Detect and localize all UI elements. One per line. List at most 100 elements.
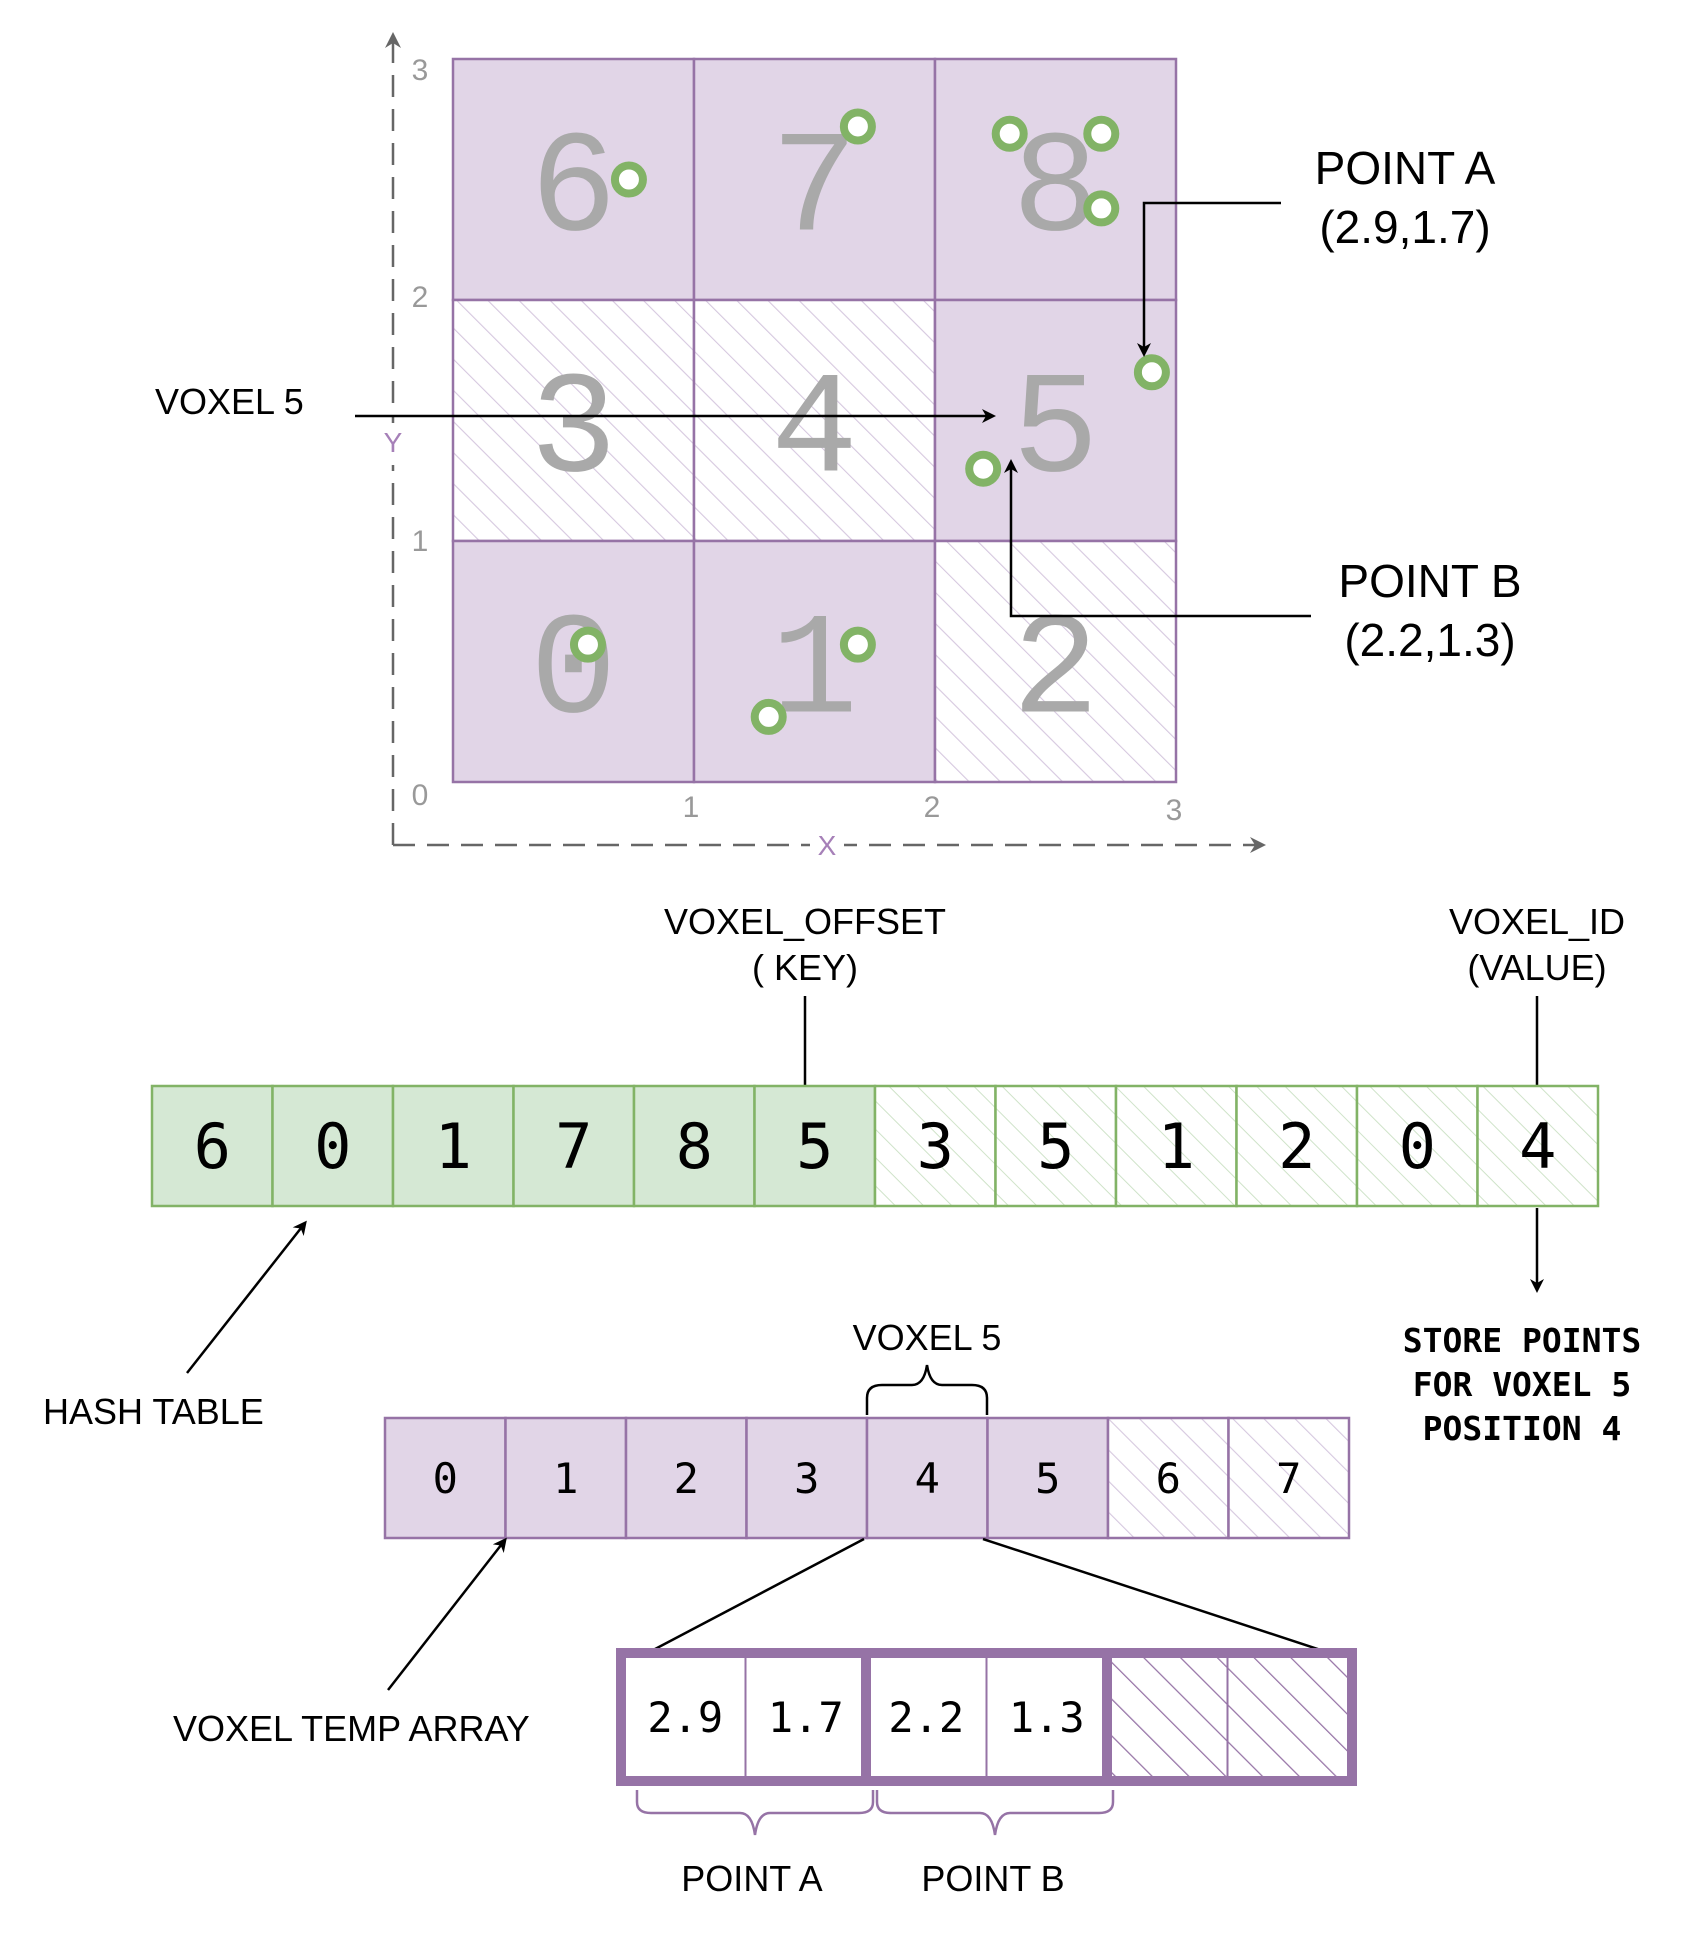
- point-b-arrow: [1004, 459, 1311, 618]
- key-label: ( KEY): [752, 947, 858, 988]
- point-b-label: POINT B: [1338, 555, 1521, 607]
- coord-cell-box: [744, 1656, 867, 1778]
- hash-cell-value: 4: [1519, 1110, 1556, 1183]
- store-note-line-3: POSITION 4: [1423, 1409, 1622, 1448]
- voxel-id-label: 5: [1012, 350, 1099, 515]
- coord-cell-box: [985, 1656, 1108, 1778]
- temp-cell-index: 7: [1276, 1454, 1301, 1503]
- point-marker-7: [569, 626, 606, 663]
- hash-cell-box: [1235, 1084, 1359, 1208]
- temp-array-label: VOXEL TEMP ARRAY: [173, 1708, 530, 1749]
- point-marker-4: [1083, 190, 1120, 227]
- hash-table-section: VOXEL_OFFSET ( KEY) VOXEL_ID (VALUE) 6 0 1…: [43, 901, 1641, 1448]
- point-a-arrow: [1137, 201, 1281, 357]
- y-axis-label: Y: [384, 427, 403, 458]
- store-note-line-1: STORE POINTS: [1403, 1321, 1641, 1360]
- points-array-frame: [616, 1648, 1357, 1786]
- hash-cell-value: 7: [555, 1110, 592, 1183]
- voxel-id-label: 4: [771, 350, 858, 515]
- voxel-id-label: 2: [1012, 591, 1099, 756]
- voxel-3: 3: [451, 298, 696, 543]
- hash-cell-value: 1: [1114, 1084, 1238, 1208]
- temp-array-brace: [865, 1364, 989, 1415]
- voxel-cell: [692, 539, 937, 784]
- voxel-7: 7: [692, 57, 937, 302]
- voxel-2: 2: [933, 539, 1178, 784]
- coord-cell: 1.3: [985, 1656, 1108, 1778]
- hash-table-label: HASH TABLE: [43, 1391, 264, 1432]
- store-note-line-2: FOR VOXEL 5: [1413, 1365, 1632, 1404]
- temp-cell: 6: [1106, 1416, 1230, 1540]
- x-tick-1: 1: [683, 791, 700, 824]
- coord-cell: 1.7: [744, 1656, 867, 1778]
- voxel-cell: [692, 298, 937, 543]
- x-tick-3: 3: [1166, 794, 1183, 827]
- coord-value: 2.2: [888, 1693, 964, 1742]
- hash-cell-box: [1114, 1084, 1238, 1208]
- hash-cell-value: 1: [435, 1110, 472, 1183]
- x-axis-label: X: [818, 830, 837, 861]
- empty-coord-cell: [1226, 1656, 1349, 1778]
- coord-cell-box: [624, 1656, 747, 1778]
- value-label: (VALUE): [1467, 947, 1606, 988]
- voxel-offset-label: VOXEL_OFFSET: [664, 901, 946, 942]
- voxel-cell: [933, 57, 1178, 302]
- temp-cell-index: 2: [674, 1454, 699, 1503]
- hash-cell-key: 6: [150, 1084, 274, 1208]
- voxel-cell: [451, 57, 696, 302]
- coord-value: 1.3: [1009, 1693, 1085, 1742]
- coord-value: 1.7: [768, 1693, 844, 1742]
- empty-coord-cell: [1106, 1656, 1229, 1778]
- point-marker-0: [610, 161, 647, 198]
- y-tick-3: 3: [412, 54, 429, 87]
- temp-cell-box: [865, 1416, 989, 1540]
- hash-cell-value: 5: [796, 1110, 833, 1183]
- temp-cell: 0: [383, 1416, 507, 1540]
- hash-cell-value: 3: [917, 1110, 954, 1183]
- coord-cell-box: [1106, 1656, 1229, 1778]
- point-marker-1: [839, 108, 876, 145]
- hash-cell-box: [753, 1084, 877, 1208]
- hash-cell-box: [873, 1084, 997, 1208]
- temp-cell-index: 4: [915, 1454, 940, 1503]
- voxel-id-label: VOXEL_ID: [1449, 901, 1625, 942]
- hash-cell-box: [1476, 1084, 1600, 1208]
- temp-cell: 5: [986, 1416, 1110, 1540]
- point-marker-5: [1133, 354, 1170, 391]
- voxel-5: 5: [933, 298, 1178, 543]
- coord-cell: 2.2: [865, 1656, 988, 1778]
- expand-line-right: [982, 1537, 1346, 1660]
- voxel-cell: [933, 539, 1178, 784]
- voxel-id-label: 6: [530, 109, 617, 274]
- temp-cell: 1: [504, 1416, 628, 1540]
- hash-cell-key: 8: [632, 1084, 756, 1208]
- point-b-brace-label: POINT B: [921, 1858, 1064, 1899]
- voxel-1: 1: [692, 539, 937, 784]
- hash-cell-box: [512, 1084, 636, 1208]
- point-marker-8: [839, 626, 876, 663]
- coord-cell: 2.9: [624, 1656, 747, 1778]
- hash-cell-box: [271, 1084, 395, 1208]
- voxel-cell: [451, 539, 696, 784]
- temp-cell-box: [1227, 1416, 1351, 1540]
- origin-tick: 0: [412, 779, 429, 812]
- temp-cell: 2: [624, 1416, 748, 1540]
- temp-cell-box: [1106, 1416, 1230, 1540]
- point-marker-6: [965, 450, 1002, 487]
- voxel-0: 0: [451, 539, 696, 784]
- point-a-coords: (2.9,1.7): [1319, 201, 1490, 253]
- axes: Y X 3 2 1 0 1 2 3: [380, 32, 1266, 861]
- hash-cell-key: 7: [512, 1084, 636, 1208]
- temp-cell-index: 1: [553, 1454, 578, 1503]
- point-marker-9: [750, 698, 787, 735]
- temp-cell: 7: [1227, 1416, 1351, 1540]
- hash-cell-value: 0: [1399, 1110, 1436, 1183]
- hash-cell-box: [1355, 1084, 1479, 1208]
- hash-cell-value: 5: [1037, 1110, 1074, 1183]
- temp-cell: 3: [745, 1416, 869, 1540]
- voxel-8: 8: [933, 57, 1178, 302]
- hash-table-pointer-arrow: [186, 1220, 307, 1374]
